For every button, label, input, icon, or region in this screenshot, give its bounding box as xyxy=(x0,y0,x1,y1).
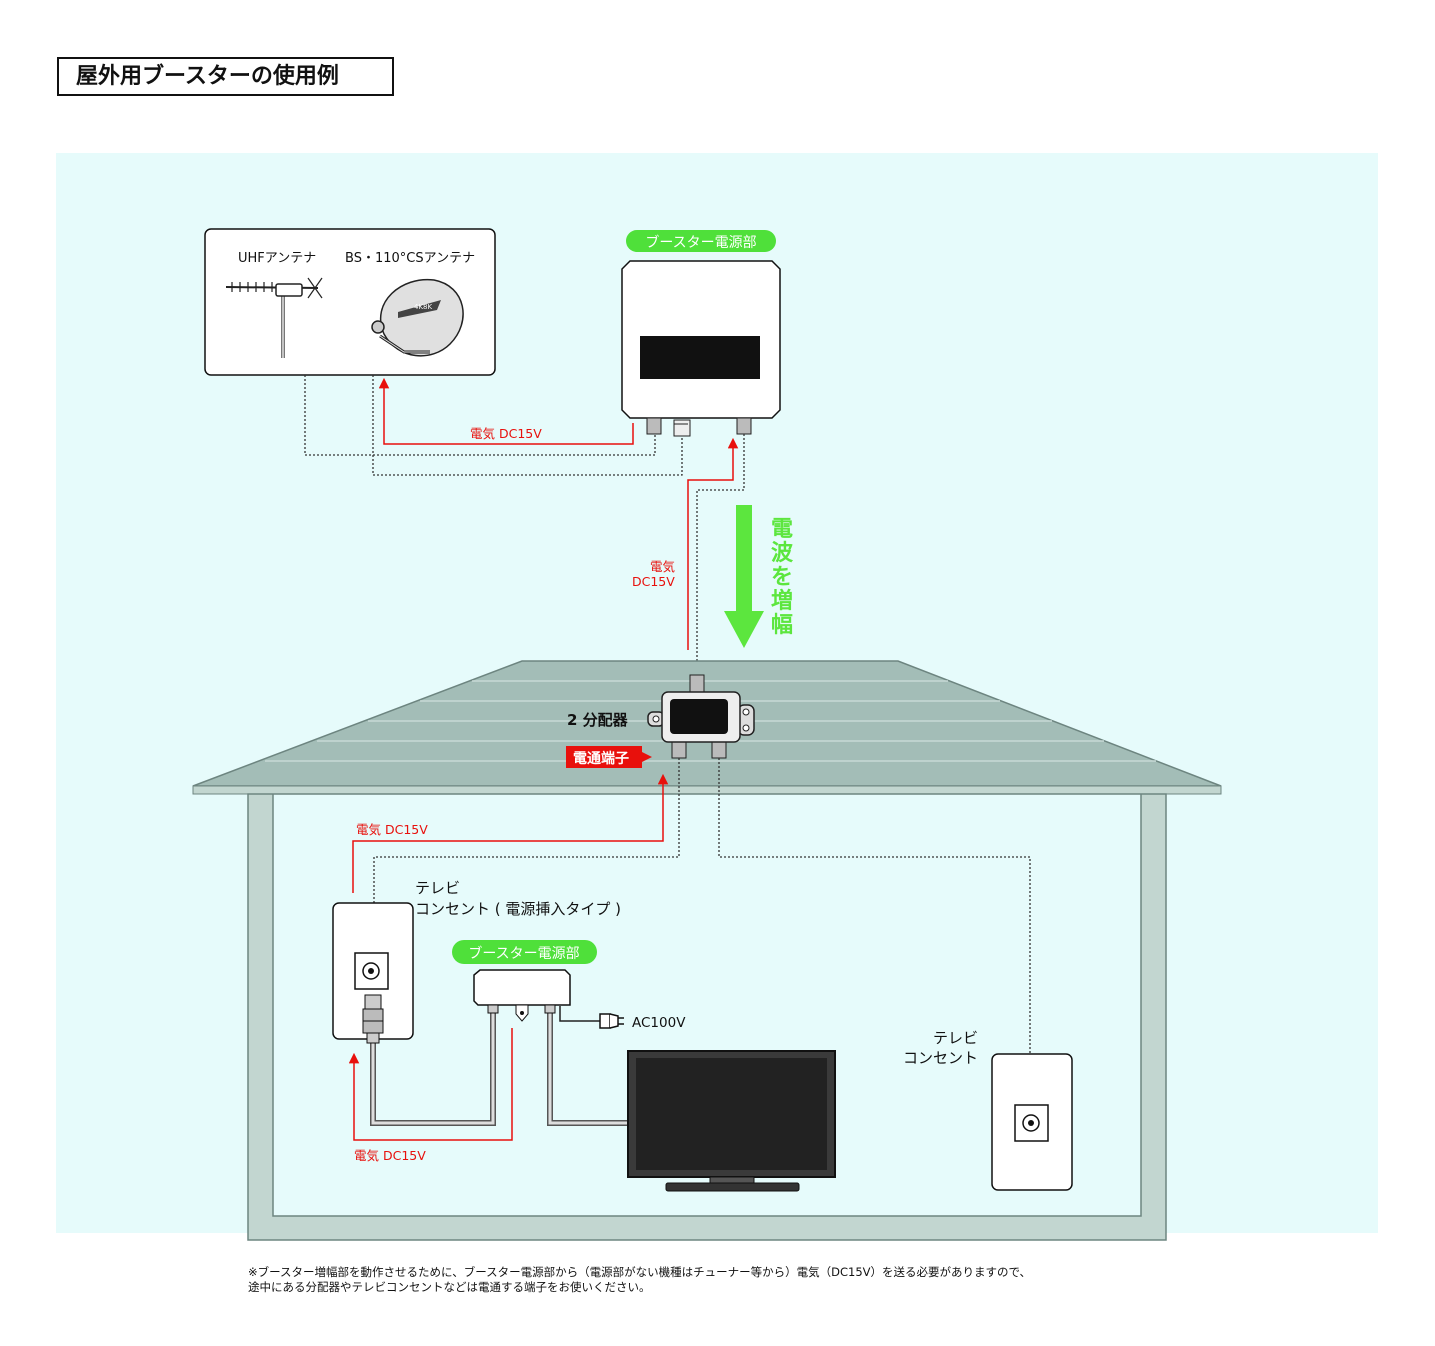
footnote-line-1: ※ブースター増幅部を動作させるために、ブースター電源部から（電源部がない機種はチ… xyxy=(248,1265,1032,1279)
splitter: 2 分配器 電通端子 xyxy=(566,674,755,768)
power-label-left-1: 電気 xyxy=(650,559,675,574)
signal-amplify-arrow xyxy=(724,505,764,648)
tv-outlet: テレビ コンセント xyxy=(903,1029,1073,1191)
power-label-inside-top: 電気 DC15V xyxy=(356,822,428,837)
indoor-booster-power-unit: ブースター電源部 xyxy=(452,940,597,1022)
uhf-antenna-icon xyxy=(225,277,323,358)
page-title: 屋外用ブースターの使用例 xyxy=(57,57,394,96)
tv-outlet-label-2: コンセント xyxy=(903,1049,978,1067)
outdoor-booster-power-unit: ブースター電源部 xyxy=(621,230,781,437)
ac100v-label: AC100V xyxy=(632,1015,686,1031)
tv-outlet-powered-label-2: コンセント ( 電源挿入タイプ ) xyxy=(415,900,621,918)
outdoor-wiring: 電気 DC15V 電気 DC15V xyxy=(304,375,745,672)
uhf-antenna-label: UHFアンテナ xyxy=(238,251,316,266)
coax-cables xyxy=(370,1006,630,1126)
signal-amplify-char: 増 xyxy=(771,588,793,614)
bs-dish-icon: 4K8K xyxy=(371,278,464,357)
signal-amplify-char: 波 xyxy=(771,541,794,566)
outdoor-booster-port-right xyxy=(736,417,752,435)
outdoor-booster-port-left xyxy=(646,417,662,435)
signal-amplify-text: 電波を増幅 xyxy=(771,517,794,638)
outdoor-booster-label: ブースター電源部 xyxy=(645,234,756,251)
signal-amplify-char: 電 xyxy=(771,517,793,542)
indoor-booster-label: ブースター電源部 xyxy=(468,945,579,962)
tv-outlet-powered: テレビ コンセント ( 電源挿入タイプ ) xyxy=(332,879,621,1044)
power-label-left-2: DC15V xyxy=(632,574,675,589)
indoor-wiring: 電気 DC15V 電気 DC15V xyxy=(348,758,1031,1163)
television-icon xyxy=(627,1050,836,1192)
signal-amplify-char: を xyxy=(771,565,793,590)
power-label-top: 電気 DC15V xyxy=(470,426,542,441)
svg-text:電波を増幅: 電波を増幅 xyxy=(771,517,794,638)
tv-outlet-powered-label-1: テレビ xyxy=(415,879,460,897)
ac-plug-icon: AC100V xyxy=(599,1013,686,1031)
tv-outlet-label-1: テレビ xyxy=(933,1029,978,1047)
power-label-inside-bottom: 電気 DC15V xyxy=(354,1148,426,1163)
bs-antenna-label: BS・110°CSアンテナ xyxy=(345,251,475,266)
antenna-box: UHFアンテナ BS・110°CSアンテナ 4K8K xyxy=(204,228,496,376)
dish-logo-text: 4K8K xyxy=(414,303,432,311)
splitter-label: 2 分配器 xyxy=(567,711,629,729)
power-pass-terminal-label: 電通端子 xyxy=(573,750,629,767)
footnote-line-2: 途中にある分配器やテレビコンセントなどは電通する端子をお使いください。 xyxy=(248,1280,651,1294)
signal-amplify-char: 幅 xyxy=(771,613,793,638)
footnote: ※ブースター増幅部を動作させるために、ブースター電源部から（電源部がない機種はチ… xyxy=(248,1265,1148,1295)
house-walls xyxy=(247,793,1167,1241)
